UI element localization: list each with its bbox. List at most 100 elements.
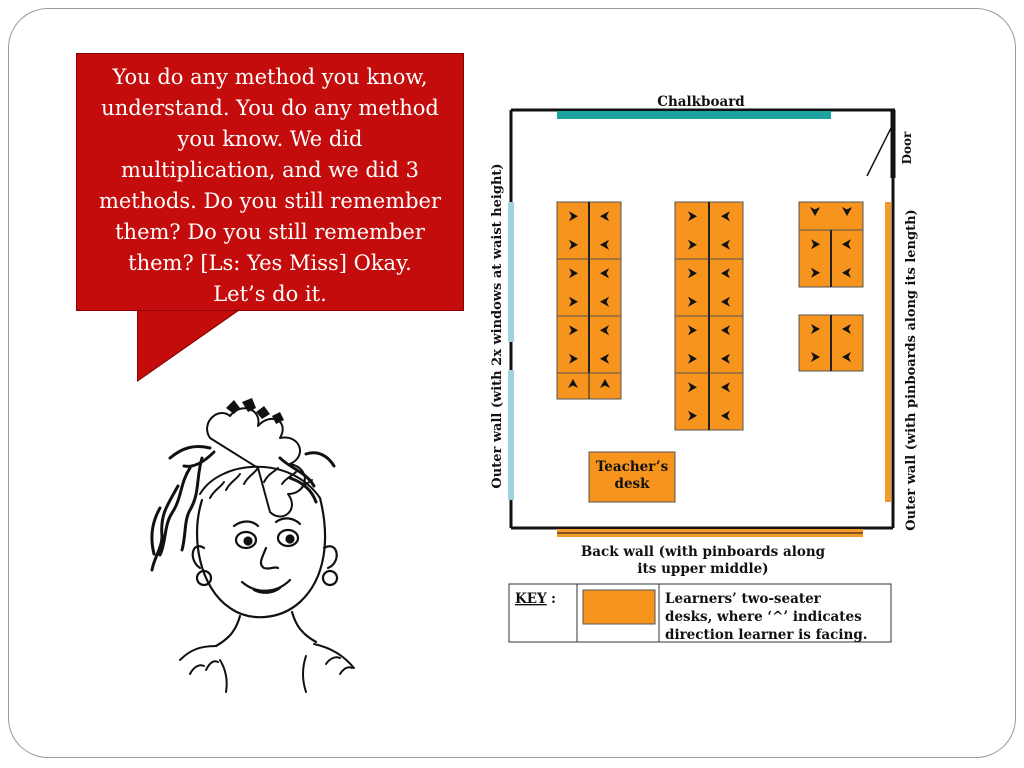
- seat-arrow-left: [842, 239, 851, 250]
- hair-locks-left: [150, 444, 216, 572]
- seat-arrow-left: [600, 268, 609, 279]
- back-wall-label: Back wall (with pinboards along: [581, 544, 826, 560]
- seat-arrow-left: [721, 268, 730, 279]
- speech-line: them? [Ls: Yes Miss] Okay.: [128, 251, 412, 275]
- seat-arrow-right: [569, 239, 578, 250]
- key-description: Learners’ two-seater: [665, 591, 822, 607]
- seat-arrow-right: [688, 325, 697, 336]
- seat-arrow-left: [600, 353, 609, 364]
- seat-arrow-right: [569, 211, 578, 222]
- speech-line: methods. Do you still remember: [98, 189, 442, 213]
- slide-frame: [8, 8, 1016, 758]
- seat-arrow-right: [811, 324, 820, 334]
- teacher-desk: [588, 451, 676, 503]
- seat-arrow-right: [688, 296, 697, 307]
- seat-arrow-right: [569, 353, 578, 364]
- seat-arrow-left: [600, 325, 609, 336]
- seat-arrow-left: [721, 296, 730, 307]
- key-description-line2: desks, where ‘^’ indicates: [665, 609, 862, 625]
- eye-right: [276, 528, 300, 548]
- seat-arrow-down: [842, 207, 852, 216]
- teacher-desk-label-line2: desk: [615, 476, 651, 492]
- seat-arrow-right: [688, 382, 697, 393]
- seat-arrow-right: [811, 239, 820, 250]
- key-description-line3: direction learner is facing.: [665, 627, 867, 643]
- seat-arrow-right: [811, 352, 820, 362]
- chalkboard-bar: [557, 111, 831, 119]
- speech-bubble-tail: [138, 310, 238, 380]
- seat-arrow-right: [569, 296, 578, 307]
- seat-arrow-left: [600, 296, 609, 307]
- learner-desk: [708, 372, 744, 431]
- learner-desk: [556, 201, 590, 260]
- key-desk-sample: [582, 589, 656, 625]
- learner-desk: [674, 372, 710, 431]
- seat-arrow-right: [569, 268, 578, 279]
- learner-desk: [588, 315, 622, 374]
- door-label: Door: [900, 131, 914, 164]
- speech-line: them? Do you still remember: [115, 220, 425, 244]
- learner-desk: [830, 314, 864, 372]
- speech-line: multiplication, and we did 3: [120, 158, 420, 182]
- seat-arrow-right: [688, 410, 697, 421]
- right-wall-label: Outer wall (with pinboards along its len…: [904, 209, 919, 530]
- eyebrow-left: [232, 520, 260, 528]
- seat-arrow-left: [842, 267, 851, 278]
- speech-bubble: You do any method you know, understand. …: [76, 53, 464, 311]
- speech-line: understand. You do any method: [101, 96, 439, 120]
- learner-desk: [798, 201, 864, 231]
- key-colon: :: [551, 591, 556, 607]
- seat-arrow-up: [600, 379, 610, 388]
- earring-right: [321, 569, 339, 587]
- seat-arrow-left: [721, 325, 730, 336]
- seat-arrow-right: [688, 239, 697, 250]
- pupil-left: [243, 536, 253, 546]
- face-outline: [195, 496, 327, 619]
- earring-left: [195, 569, 213, 587]
- seat-arrow-left: [721, 410, 730, 421]
- seat-arrow-left: [721, 382, 730, 393]
- seat-arrow-right: [688, 353, 697, 364]
- seat-arrow-left: [600, 211, 609, 222]
- seat-arrow-left: [842, 352, 851, 362]
- pupil-right: [285, 534, 295, 544]
- back-wall-label-line2: its upper middle): [637, 561, 768, 577]
- learner-desk: [708, 201, 744, 260]
- learner-desk: [674, 315, 710, 374]
- seat-arrow-left: [842, 324, 851, 334]
- chalkboard-label: Chalkboard: [657, 94, 745, 110]
- speech-line: Let’s do it.: [213, 282, 327, 306]
- ear-left: [191, 545, 206, 570]
- eyebrow-right: [274, 517, 302, 526]
- collar-pattern: [179, 643, 355, 693]
- learner-desk: [556, 258, 590, 317]
- learner-desk: [588, 201, 622, 260]
- seat-arrow-left: [600, 239, 609, 250]
- learner-desk: [798, 314, 832, 372]
- learner-desk: [674, 258, 710, 317]
- mouth: [240, 578, 292, 592]
- learner-desks: [556, 201, 864, 608]
- key-box: [508, 583, 892, 643]
- seat-arrow-left: [721, 353, 730, 364]
- learner-desk: [708, 258, 744, 317]
- seat-arrow-up: [568, 379, 578, 388]
- seat-arrow-right: [688, 268, 697, 279]
- speech-line: You do any method you know,: [112, 65, 428, 89]
- learner-desk: [798, 229, 832, 288]
- door-swing: [866, 123, 894, 177]
- hair-locks-right: [278, 451, 336, 504]
- seat-arrow-right: [569, 325, 578, 336]
- teacher-desk-label: Teacher’s: [596, 459, 669, 475]
- hair-cap: [199, 465, 321, 499]
- classroom-floor-plan: Chalkboard Door Outer wall (with 2x wind…: [490, 94, 919, 643]
- left-wall-label: Outer wall (with 2x windows at waist hei…: [490, 163, 505, 488]
- eye-left: [234, 530, 258, 550]
- seat-arrow-left: [721, 211, 730, 222]
- seat-arrow-left: [721, 239, 730, 250]
- nose: [259, 546, 280, 570]
- learner-desk: [588, 258, 622, 317]
- hair-braids: [206, 398, 306, 518]
- learner-desk: [708, 315, 744, 374]
